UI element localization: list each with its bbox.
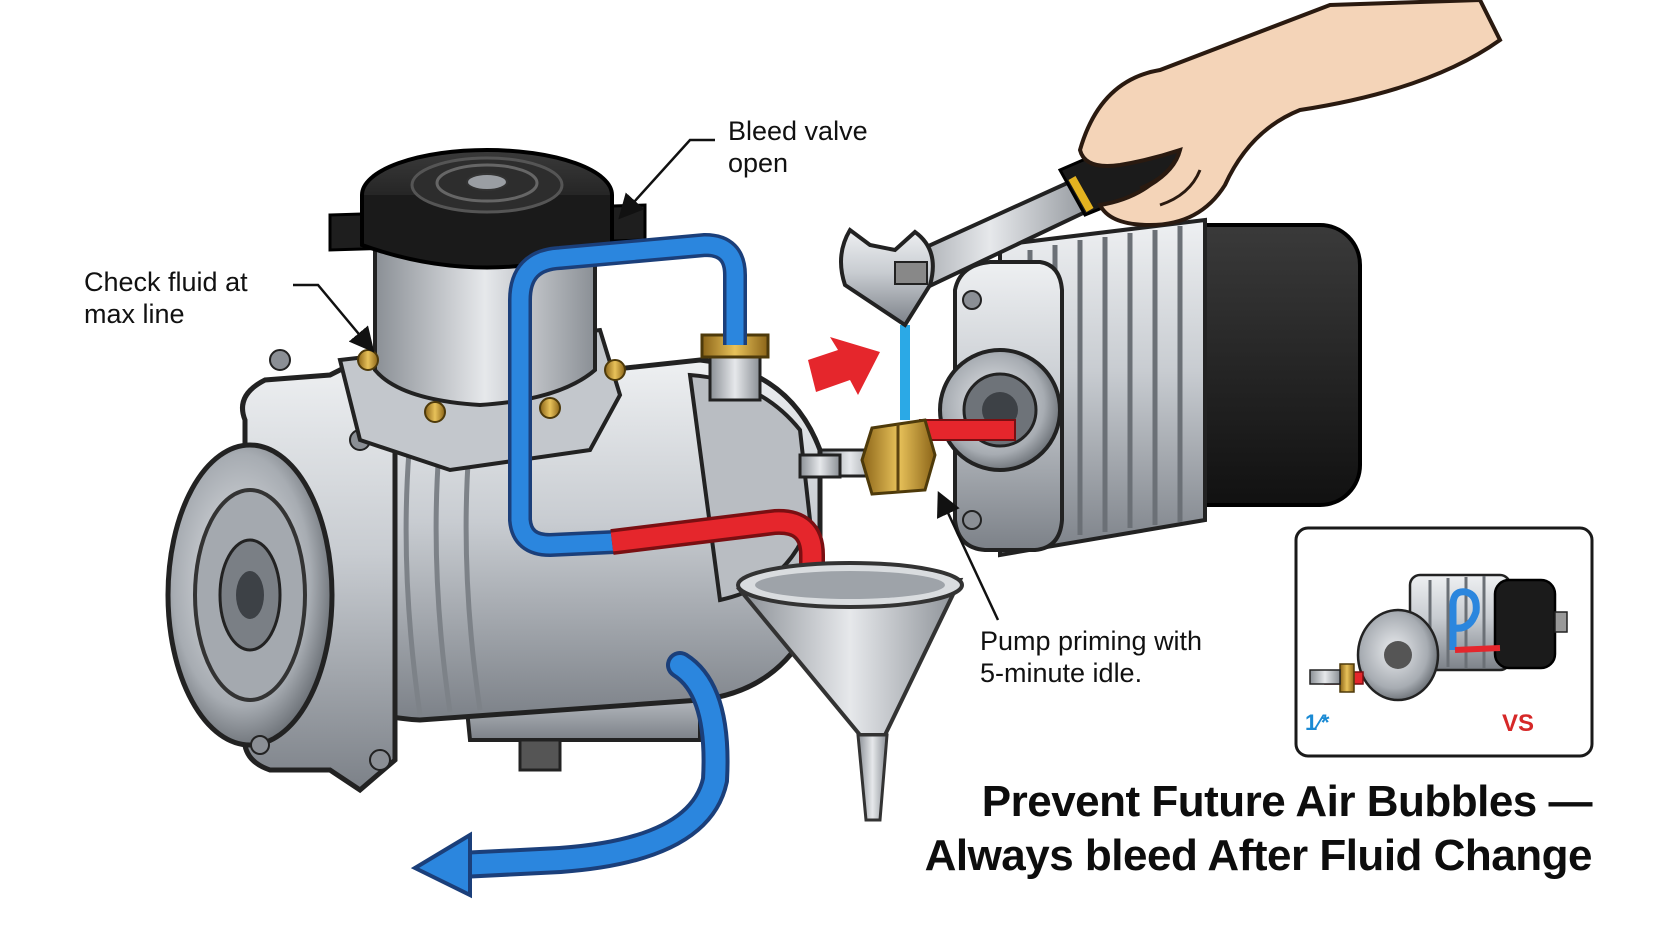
inset-right-label: VS xyxy=(1502,710,1535,737)
page-title: Prevent Future Air Bubbles — Always blee… xyxy=(924,775,1593,883)
red-return-line xyxy=(610,512,822,595)
title-line-2: Always bleed After Fluid Change xyxy=(924,831,1593,880)
bleed-valve-leader xyxy=(618,138,715,220)
hand-icon xyxy=(1077,0,1503,228)
blue-drain-line xyxy=(450,655,726,875)
pump-priming-leader xyxy=(937,490,1000,621)
red-shaft-line xyxy=(919,419,1016,441)
blue-arrow-head xyxy=(410,831,472,899)
pump-priming-callout: Pump priming with 5-minute idle. xyxy=(980,626,1203,688)
electric-motor xyxy=(938,217,1362,558)
inset-panel xyxy=(1294,526,1594,758)
blue-supply-line xyxy=(511,236,744,554)
check-fluid-leader xyxy=(293,283,375,353)
check-fluid-callout: Check fluid at max line xyxy=(84,267,248,329)
inset-left-label: 1⁄* xyxy=(1305,710,1330,735)
funnel-icon xyxy=(735,561,964,822)
bleed-valve-callout: Bleed valve open xyxy=(728,116,868,178)
red-arrow-icon xyxy=(808,337,880,395)
fluid-reservoir xyxy=(328,148,647,473)
title-line-1: Prevent Future Air Bubbles — xyxy=(981,777,1593,826)
